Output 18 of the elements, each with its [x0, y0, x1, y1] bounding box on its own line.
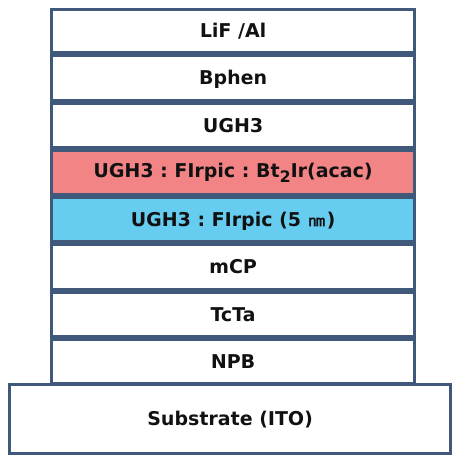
device-layer: [50, 196, 416, 243]
device-layer: [50, 102, 416, 149]
layer-label: Bphen: [198, 67, 268, 89]
layer-label: LiF /Al: [200, 20, 266, 42]
device-layer: [50, 149, 416, 196]
device-layer: [50, 291, 416, 338]
device-layer: [50, 338, 416, 385]
substrate-layer: [8, 383, 452, 455]
layer-label: mCP: [209, 256, 257, 278]
layer-label: NPB: [210, 350, 256, 372]
layer-label: Substrate (ITO): [147, 408, 313, 430]
device-layer: [50, 54, 416, 102]
layer-label: UGH3: [202, 114, 264, 136]
device-layer: [50, 243, 416, 291]
device-layer: [50, 8, 416, 54]
layer-label: TcTa: [210, 304, 256, 326]
layer-label: UGH3 : FIrpic (5 ㎚): [130, 208, 336, 232]
layer-label: UGH3 : FIrpic : Bt$_{2}$Ir(acac): [93, 160, 373, 186]
